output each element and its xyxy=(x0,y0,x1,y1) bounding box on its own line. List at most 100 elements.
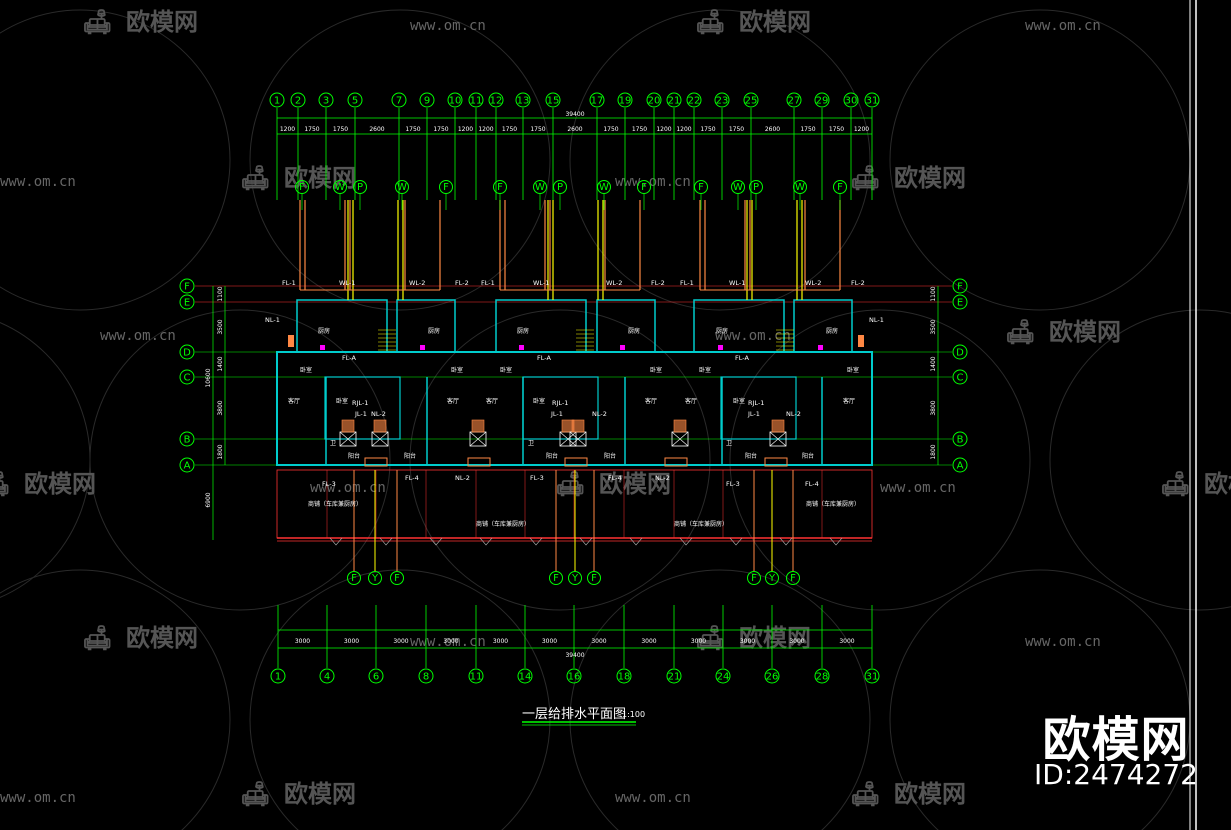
axis-label-top: 21 xyxy=(668,96,681,107)
axis-label-bottom: 16 xyxy=(568,672,581,683)
room-label-balcony: 阳台 xyxy=(546,452,558,460)
pipe-tag-fl1: FL-1 xyxy=(481,279,495,287)
axis-bubble-top xyxy=(646,92,662,108)
axis-label-left: E xyxy=(184,298,190,309)
dim-total-left: 6900 xyxy=(205,492,212,507)
dim-segment-bottom: 3000 xyxy=(691,638,706,645)
dim-segment-top: 2600 xyxy=(765,126,780,133)
pipe-symbol-bubble xyxy=(549,571,563,585)
drawing-scale: 1:100 xyxy=(622,710,645,719)
pipe-symbol-label: F xyxy=(837,182,843,193)
axis-label-left: F xyxy=(184,282,190,293)
pipe-tag-nl2: NL-2 xyxy=(786,410,801,418)
dim-segment-bottom: 3000 xyxy=(789,638,804,645)
axis-bubble-top xyxy=(714,92,730,108)
axis-label-right: B xyxy=(957,435,964,446)
axis-bubble-right xyxy=(952,431,968,447)
watermark-brand-text: 欧模网 xyxy=(894,164,966,192)
door-mark xyxy=(729,537,743,546)
pipe-symbol-bubble xyxy=(493,180,507,194)
room-label-bath_short: 卫 xyxy=(726,440,732,447)
water-heater xyxy=(341,419,355,433)
room-wall xyxy=(693,299,785,353)
room-label-bedroom: 卧室 xyxy=(847,366,859,374)
pipe-symbol-label: F xyxy=(351,573,357,584)
room-label-kitchen: 厨房 xyxy=(318,327,330,335)
watermark-brand-text: 欧模网 xyxy=(284,164,356,192)
axis-bubble-left xyxy=(179,278,195,294)
axis-bubble-top xyxy=(488,92,504,108)
watermark-circle xyxy=(0,9,231,311)
axis-bubble-right xyxy=(952,457,968,473)
axis-label-bottom: 28 xyxy=(816,672,829,683)
pipe-tag-fl4: FL-4 xyxy=(805,480,819,488)
axis-bubble-top xyxy=(468,92,484,108)
floor-drain xyxy=(818,345,823,350)
pipe-tag-jl1: JL-1 xyxy=(354,410,367,418)
dim-segment-right: 1400 xyxy=(930,356,937,371)
axis-label-top: 10 xyxy=(449,96,462,107)
axis-label-right: F xyxy=(957,282,963,293)
dim-segment-bottom: 3000 xyxy=(591,638,606,645)
axis-bubble-bottom xyxy=(368,668,384,684)
dim-segment-bottom: 3000 xyxy=(542,638,557,645)
axis-label-top: 22 xyxy=(688,96,701,107)
room-label-balcony: 阳台 xyxy=(348,452,360,460)
fixture-cross xyxy=(769,431,787,447)
axis-label-bottom: 18 xyxy=(618,672,631,683)
watermark-url-text: www.om.cn xyxy=(615,790,691,806)
room-label-kitchen: 厨房 xyxy=(428,327,440,335)
pipe-tag-fla: FL-A xyxy=(537,354,551,362)
pipe-tag-rjl1: RJL-1 xyxy=(352,399,368,407)
door-mark xyxy=(429,537,443,546)
axis-bubble-bottom xyxy=(616,668,632,684)
pipe-tag-nl2: NL-2 xyxy=(371,410,386,418)
water-heater xyxy=(771,419,785,433)
axis-bubble-right xyxy=(952,278,968,294)
axis-label-right: C xyxy=(957,373,964,384)
axis-label-left: A xyxy=(184,461,191,472)
axis-label-top: 15 xyxy=(547,96,560,107)
room-label-bedroom: 卧室 xyxy=(336,397,348,405)
dim-segment-top: 1750 xyxy=(433,126,448,133)
door-mark xyxy=(629,537,643,546)
room-wall xyxy=(396,299,456,353)
axis-bubble-left xyxy=(179,344,195,360)
axis-label-bottom: 21 xyxy=(668,672,681,683)
watermark-brand-text: 🛋 xyxy=(240,164,270,192)
room-label-bedroom: 卧室 xyxy=(699,366,711,374)
pipe-symbol-bubble xyxy=(295,180,309,194)
dim-segment-top: 1750 xyxy=(800,126,815,133)
drawing-title: 一层给排水平面图 xyxy=(522,707,626,722)
room-label-bedroom: 卧室 xyxy=(500,366,512,374)
watermark-url-text: www.om.cn xyxy=(1025,634,1101,650)
pipe-tag-wl1: WL-1 xyxy=(339,279,355,287)
dim-segment-right: 1100 xyxy=(930,286,937,301)
pipe-symbol-label: W xyxy=(599,182,609,193)
pipe-symbol-label: P xyxy=(357,182,363,193)
pipe-symbol-label: Y xyxy=(768,573,776,584)
door-mark xyxy=(579,537,593,546)
axis-bubble-top xyxy=(617,92,633,108)
axis-bubble-top xyxy=(515,92,531,108)
kitchen-fixture xyxy=(858,335,864,347)
pipe-tag-fl3: FL-3 xyxy=(726,480,740,488)
dim-segment-bottom: 3000 xyxy=(839,638,854,645)
axis-bubble-bottom xyxy=(864,668,880,684)
watermark-circle xyxy=(1049,309,1231,611)
pipe-symbol-label: F xyxy=(790,573,796,584)
room-label-balcony: 阳台 xyxy=(404,452,416,460)
room-wall xyxy=(495,299,587,353)
axis-bubble-top xyxy=(843,92,859,108)
dim-segment-top: 1200 xyxy=(478,126,493,133)
pipe-tag-fl2: FL-2 xyxy=(455,279,469,287)
watermark-brand-text: 欧模网 xyxy=(284,780,356,808)
room-label-bedroom: 卧室 xyxy=(451,366,463,374)
dim-segment-top: 1200 xyxy=(676,126,691,133)
pipe-tag-fl3: FL-3 xyxy=(530,474,544,482)
watermark-url-text: www.om.cn xyxy=(615,174,691,190)
pipe-symbol-label: P xyxy=(557,182,563,193)
basin-fixture xyxy=(364,457,388,467)
room-label-living: 客厅 xyxy=(288,397,300,405)
